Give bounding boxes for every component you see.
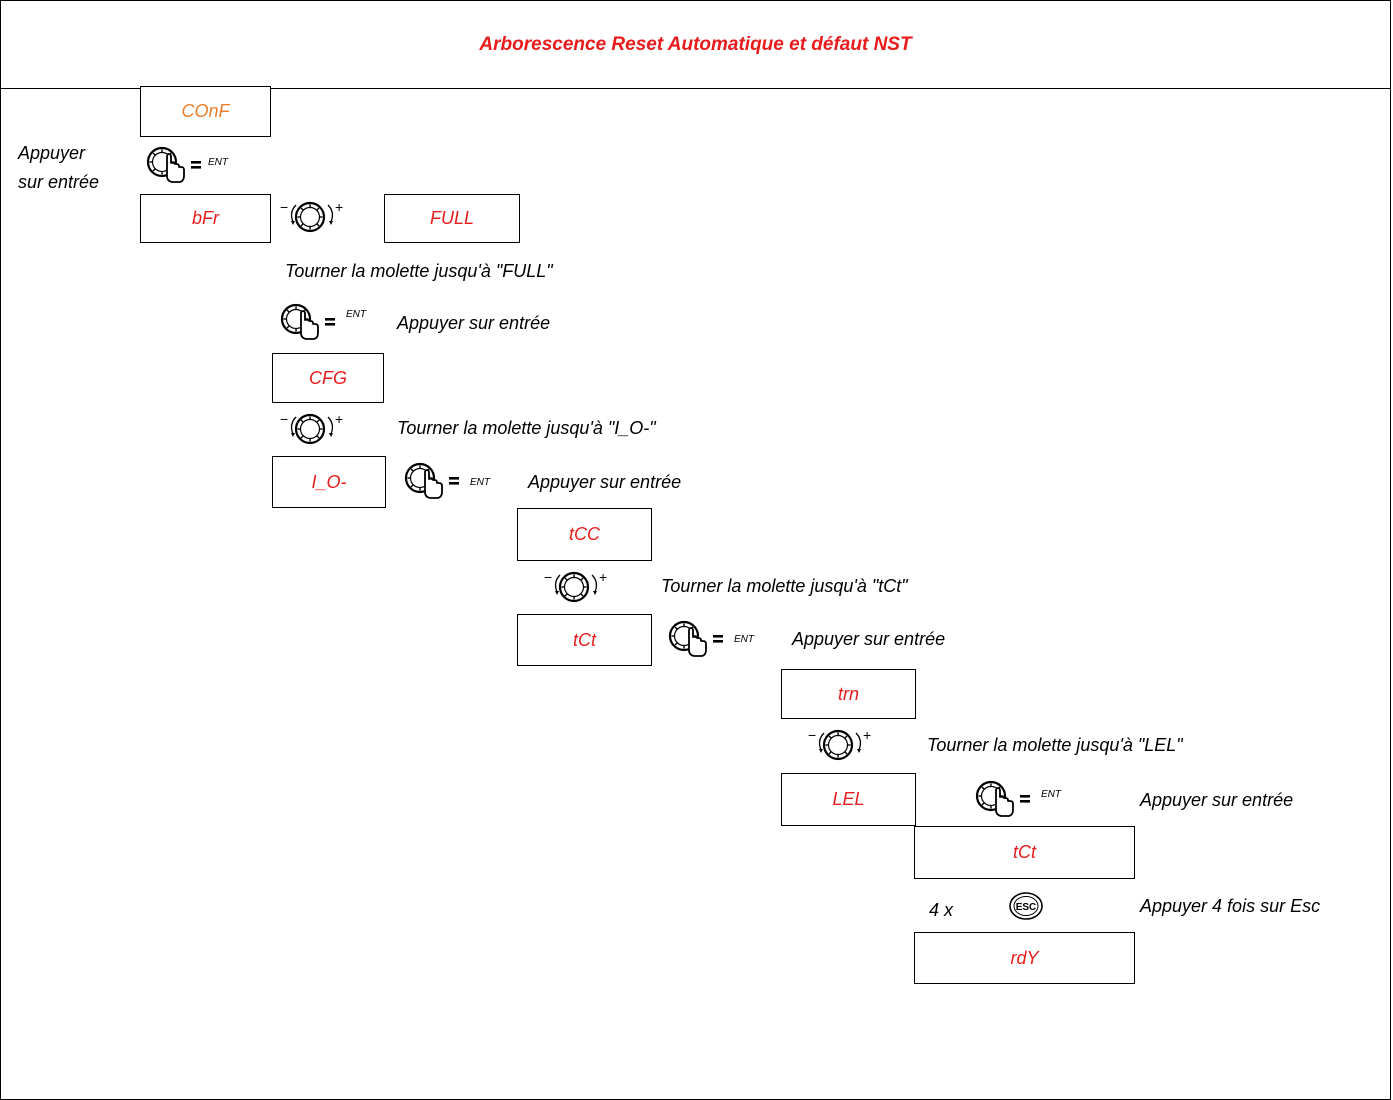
- dial-turn-icon: [808, 728, 884, 764]
- menu-box-trn: trn: [781, 669, 916, 719]
- dial-turn-icon: [544, 570, 620, 606]
- title-row: Arborescence Reset Automatique et défaut…: [0, 0, 1391, 89]
- menu-box-tct-2: tCt: [914, 826, 1135, 879]
- menu-box-cfg: CFG: [272, 353, 384, 403]
- esc-button-icon: ESC: [1009, 892, 1043, 920]
- menu-box-tcc: tCC: [517, 508, 652, 561]
- ent-label: ENT: [470, 477, 490, 488]
- dial-press-enter-icon: [280, 303, 390, 345]
- menu-box-bfr: bFr: [140, 194, 271, 243]
- instruction-turn-full: Tourner la molette jusqu'à "FULL": [285, 261, 553, 281]
- instruction-enter-1: Appuyer sur entrée: [397, 313, 551, 333]
- menu-box-rdy: rdY: [914, 932, 1135, 984]
- menu-box-tct: tCt: [517, 614, 652, 666]
- instruction-enter-4: Appuyer sur entrée: [1140, 790, 1294, 810]
- dial-press-enter-icon: [146, 146, 256, 188]
- dial-press-enter-icon: [668, 620, 778, 662]
- instruction-enter-3: Appuyer sur entrée: [792, 629, 946, 649]
- appuyer-label-line1: Appuyer: [18, 143, 86, 163]
- instruction-turn-lel: Tourner la molette jusqu'à "LEL": [927, 735, 1183, 755]
- dial-turn-icon: [280, 412, 356, 448]
- ent-label: ENT: [208, 157, 228, 168]
- instruction-esc: Appuyer 4 fois sur Esc: [1140, 896, 1321, 916]
- dial-press-enter-icon: [975, 780, 1085, 822]
- instruction-turn-io: Tourner la molette jusqu'à "I_O-": [397, 418, 656, 438]
- appuyer-label-line2: sur entrée: [18, 172, 100, 192]
- instruction-turn-tct: Tourner la molette jusqu'à "tCt": [661, 576, 908, 596]
- menu-box-conf: COnF: [140, 86, 271, 137]
- ent-label: ENT: [734, 634, 754, 645]
- repeat-count: 4 x: [929, 900, 954, 920]
- menu-box-full: FULL: [384, 194, 520, 243]
- menu-box-lel: LEL: [781, 773, 916, 826]
- page-title: Arborescence Reset Automatique et défaut…: [479, 34, 912, 55]
- instruction-enter-2: Appuyer sur entrée: [528, 472, 682, 492]
- svg-text:ESC: ESC: [1016, 902, 1037, 913]
- dial-press-enter-icon: [404, 462, 514, 504]
- menu-box-io: I_O-: [272, 456, 386, 508]
- ent-label: ENT: [1041, 789, 1061, 800]
- ent-label: ENT: [346, 309, 366, 320]
- dial-turn-icon: [280, 200, 356, 236]
